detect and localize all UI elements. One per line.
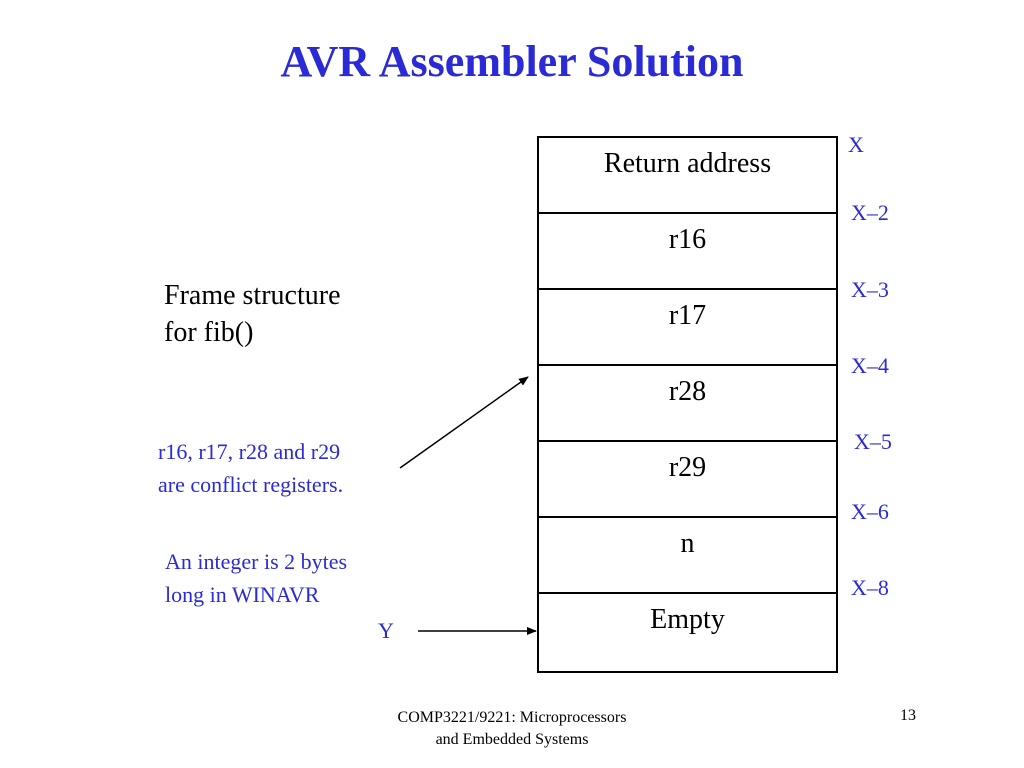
slide-title: AVR Assembler Solution xyxy=(280,37,744,86)
y-pointer-label: Y xyxy=(378,618,394,643)
stack-cell-n: n xyxy=(539,518,836,594)
stack-cell-r16: r16 xyxy=(539,214,836,290)
offset-label-x: X xyxy=(848,132,864,157)
page-number: 13 xyxy=(900,707,916,724)
integer-note-line2: long in WINAVR xyxy=(165,582,320,607)
conflict-note-line2: are conflict registers. xyxy=(158,472,344,497)
arrow-to-r28 xyxy=(399,376,529,469)
offset-label-x-minus-5: X–5 xyxy=(854,429,892,454)
frame-caption-line2: for fib() xyxy=(164,317,254,348)
integer-size-note: An integer is 2 bytes long in WINAVR xyxy=(165,545,347,611)
offset-label-x-minus-2: X–2 xyxy=(851,200,889,225)
offset-label-x-minus-6: X–6 xyxy=(851,499,889,524)
conflict-note-line1: r16, r17, r28 and r29 xyxy=(158,439,341,464)
integer-note-line1: An integer is 2 bytes xyxy=(165,549,348,574)
footer-line1: COMP3221/9221: Microprocessors xyxy=(397,709,627,726)
stack-frame-table: Return address r16 r17 r28 r29 n Empty xyxy=(537,136,838,673)
offset-label-x-minus-4: X–4 xyxy=(851,353,889,378)
stack-cell-r29: r29 xyxy=(539,442,836,518)
stack-cell-empty: Empty xyxy=(650,604,725,635)
footer-course-name: COMP3221/9221: Microprocessors and Embed… xyxy=(330,707,694,751)
frame-caption: Frame structure for fib() xyxy=(164,277,341,351)
offset-label-x-minus-8: X–8 xyxy=(851,575,889,600)
conflict-registers-note: r16, r17, r28 and r29 are conflict regis… xyxy=(158,435,343,501)
offset-label-x-minus-3: X–3 xyxy=(851,277,889,302)
frame-caption-line1: Frame structure xyxy=(164,280,341,311)
stack-cell-r17: r17 xyxy=(539,290,836,366)
footer-line2: and Embedded Systems xyxy=(435,731,589,748)
stack-cell-return-address: Return address xyxy=(539,138,836,214)
stack-cell-r28: r28 xyxy=(539,366,836,442)
